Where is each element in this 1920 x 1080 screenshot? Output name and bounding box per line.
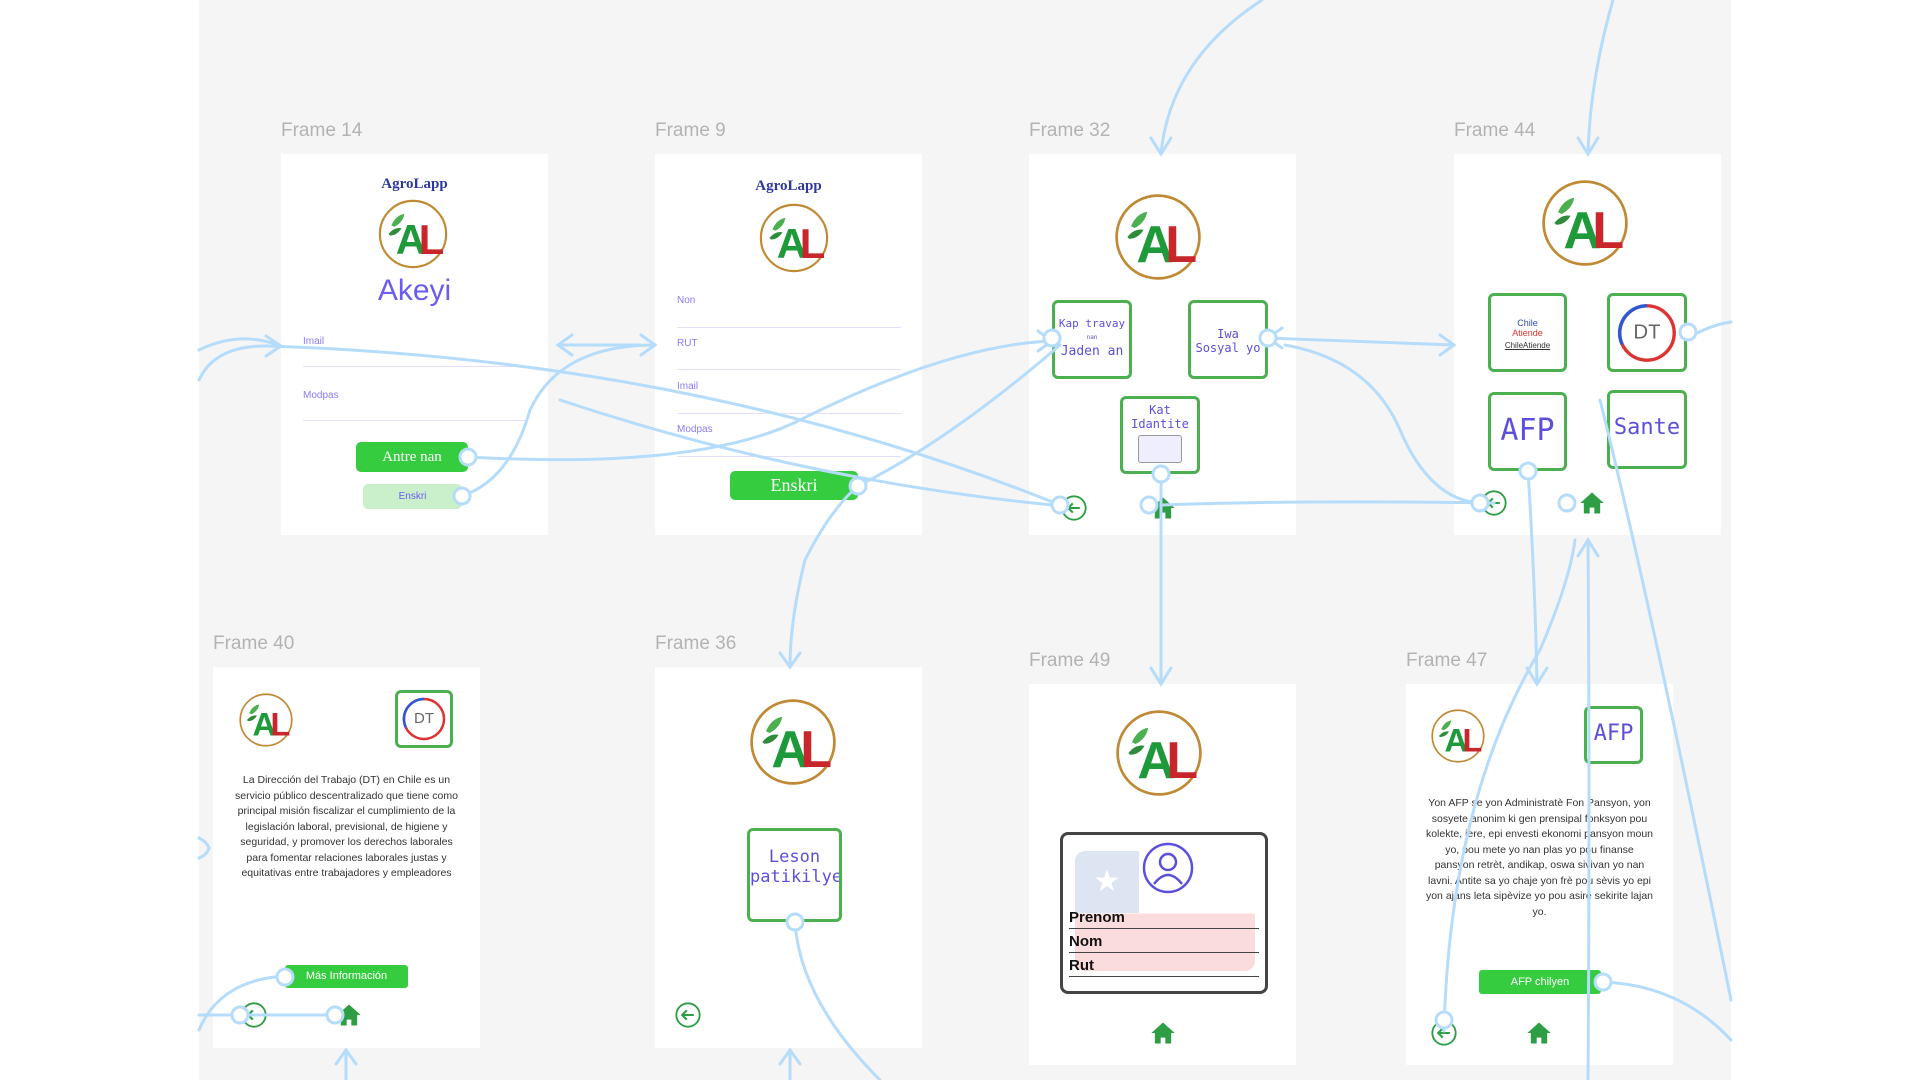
page-title: Akeyi xyxy=(377,274,452,307)
tile-label: Kat xyxy=(1149,403,1171,417)
rut-field[interactable] xyxy=(677,369,901,370)
dt-description: La Dirección del Trabajo (DT) en Chile e… xyxy=(235,774,458,879)
email-label: Imail xyxy=(303,336,325,347)
home-icon[interactable] xyxy=(335,1001,363,1029)
back-icon[interactable] xyxy=(240,1001,268,1029)
back-icon[interactable] xyxy=(1430,1019,1458,1047)
dt-badge: DT xyxy=(395,690,453,748)
app-name: AgroLapp xyxy=(755,178,822,194)
password-field[interactable] xyxy=(303,420,527,421)
tile-label: Jaden an xyxy=(1060,344,1124,359)
back-icon[interactable] xyxy=(1060,494,1088,522)
tile-dt[interactable]: DT xyxy=(1607,293,1687,372)
dt-logo-icon xyxy=(399,694,449,744)
tile-label: Idantite xyxy=(1131,417,1189,431)
tile-label: Atiende xyxy=(1512,328,1543,338)
rut-label: RUT xyxy=(677,338,698,349)
home-icon[interactable] xyxy=(1578,489,1606,517)
frame-label: Frame 9 xyxy=(655,120,726,141)
app-name: AgroLapp xyxy=(381,176,448,192)
tile-afp[interactable]: AFP xyxy=(1488,392,1567,471)
agrolapp-logo xyxy=(238,692,294,748)
tile-label: Leson xyxy=(768,847,821,867)
home-icon[interactable] xyxy=(1149,1019,1177,1047)
frame-32-menu[interactable]: Kap travay nan Jaden an Iwa Sosyal yo Ka… xyxy=(1029,154,1296,535)
home-icon[interactable] xyxy=(1525,1019,1553,1047)
email-label: Imail xyxy=(677,381,699,392)
frame-label: Frame 47 xyxy=(1406,650,1488,671)
tile-label: patikilye xyxy=(750,867,842,887)
register-button[interactable]: Enskri xyxy=(730,471,858,500)
frame-40-dt-info[interactable]: DT La Dirección del Trabajo (DT) en Chil… xyxy=(213,667,480,1048)
frame-49-id-card[interactable]: ★ Prenom Nom Rut xyxy=(1029,684,1296,1065)
tile-label: ChileAtiende xyxy=(1504,341,1551,350)
star-icon: ★ xyxy=(1075,851,1139,913)
id-fields: Prenom Nom Rut xyxy=(1069,905,1259,977)
frame-label: Frame 36 xyxy=(655,633,737,654)
rut-label: Rut xyxy=(1069,957,1094,974)
tile-chileatiende[interactable]: Chile Atiende ChileAtiende xyxy=(1488,293,1567,372)
last-name-label: Nom xyxy=(1069,933,1103,950)
login-button[interactable]: Antre nan xyxy=(356,442,468,472)
dt-logo-icon xyxy=(1613,299,1681,367)
agrolapp-logo xyxy=(748,697,838,787)
tile-label: nan xyxy=(1086,334,1098,341)
user-icon xyxy=(1142,842,1194,894)
tile-private-lessons[interactable]: Leson patikilye xyxy=(747,828,842,922)
tile-farm-work[interactable]: Kap travay nan Jaden an xyxy=(1052,300,1132,379)
name-label: Non xyxy=(677,295,696,306)
first-name-label: Prenom xyxy=(1069,909,1125,926)
back-icon[interactable] xyxy=(1480,489,1508,517)
name-field[interactable] xyxy=(677,327,901,328)
email-field[interactable] xyxy=(303,366,527,367)
password-label: Modpas xyxy=(303,390,339,401)
frame-label: Frame 49 xyxy=(1029,650,1111,671)
frame-9-register[interactable]: AgroLapp Non RUT Imail Modpas Enskri xyxy=(655,154,922,535)
id-card: ★ Prenom Nom Rut xyxy=(1060,832,1268,994)
more-info-button[interactable]: Más Información xyxy=(285,965,408,988)
id-card-icon xyxy=(1138,435,1182,463)
back-icon[interactable] xyxy=(674,1001,702,1029)
agrolapp-logo xyxy=(758,202,830,274)
frame-label: Frame 44 xyxy=(1454,120,1536,141)
agrolapp-logo xyxy=(377,198,449,270)
tile-label: Iwa xyxy=(1217,327,1239,341)
agrolapp-logo xyxy=(1540,178,1630,268)
frame-label: Frame 14 xyxy=(281,120,363,141)
agrolapp-logo xyxy=(1113,192,1203,282)
frame-44-services[interactable]: Chile Atiende ChileAtiende DT AFP Sante xyxy=(1454,154,1721,535)
agrolapp-logo xyxy=(1430,708,1486,764)
afp-description: Yon AFP se yon Administratè Fon Pansyon,… xyxy=(1425,797,1654,918)
password-field[interactable] xyxy=(677,456,901,457)
frame-label: Frame 40 xyxy=(213,633,295,654)
password-label: Modpas xyxy=(677,424,713,435)
register-button[interactable]: Enskri xyxy=(363,484,462,509)
tile-id-card[interactable]: Kat Idantite xyxy=(1120,396,1200,474)
email-field[interactable] xyxy=(677,413,901,414)
tile-health[interactable]: Sante xyxy=(1607,390,1687,469)
tile-label: Sosyal yo xyxy=(1195,341,1261,355)
frame-14-login[interactable]: AgroLapp Akeyi Imail Modpas Antre nan En… xyxy=(281,154,548,535)
tile-label: Kap travay xyxy=(1058,317,1126,330)
tile-social-rights[interactable]: Iwa Sosyal yo xyxy=(1188,300,1268,379)
afp-chile-button[interactable]: AFP chilyen xyxy=(1479,970,1601,994)
tile-label: Chile xyxy=(1517,318,1538,328)
frame-47-afp-info[interactable]: AFP Yon AFP se yon Administratè Fon Pans… xyxy=(1406,684,1673,1065)
frame-label: Frame 32 xyxy=(1029,120,1111,141)
afp-badge: AFP xyxy=(1584,706,1643,764)
frame-36-lessons[interactable]: Leson patikilye xyxy=(655,667,922,1048)
agrolapp-logo xyxy=(1114,708,1204,798)
home-icon[interactable] xyxy=(1149,494,1177,522)
